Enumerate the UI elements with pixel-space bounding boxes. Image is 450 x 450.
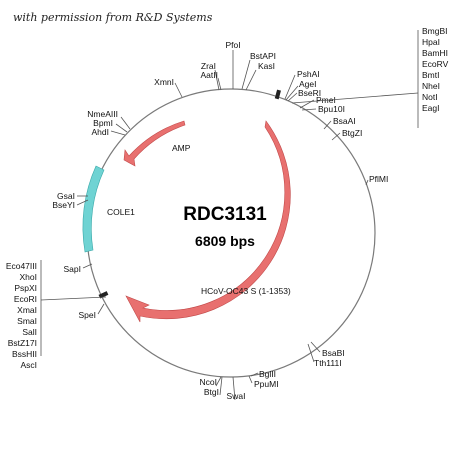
- sapi-leader: [82, 263, 93, 269]
- right-group-leader: [291, 92, 419, 104]
- left-group-site: EcoRI: [14, 294, 37, 304]
- site-label-bpmi: BpmI: [93, 118, 113, 128]
- ahdi-leader: [110, 130, 126, 136]
- kasi-leader: [245, 69, 257, 91]
- bpu10i-leader: [301, 108, 317, 111]
- site-label-btgzi: BtgZI: [342, 128, 362, 138]
- cole1-label: COLE1: [107, 207, 135, 217]
- aatii-leader: [217, 77, 222, 91]
- plasmid-size: 6809 bps: [195, 233, 255, 249]
- site-label-tth111i: Tth111I: [314, 358, 342, 368]
- left-group-leader: [40, 296, 107, 301]
- marker-left: [98, 291, 109, 299]
- tth111i-leader: [307, 343, 315, 363]
- bsaai-leader: [323, 120, 332, 130]
- cole1-feature-block: [82, 165, 105, 253]
- right-group-site: HpaI: [422, 37, 440, 47]
- left-group-site: AscI: [20, 360, 37, 370]
- site-label-pfoi: PfoI: [225, 40, 240, 50]
- site-label-nmeaiii: NmeAIII: [87, 109, 118, 119]
- site-label-ppumi: PpuMI: [254, 379, 279, 389]
- site-label-swai: SwaI: [227, 391, 246, 401]
- bseyi-leader: [76, 199, 89, 206]
- right-group-site: NheI: [422, 81, 440, 91]
- amp-feature-arrow: [123, 120, 186, 167]
- site-label-aatii: AatII: [201, 70, 218, 80]
- right-group-site: BmtI: [422, 70, 439, 80]
- site-label-pflmi: PflMI: [369, 174, 388, 184]
- bstapi-leader: [241, 59, 251, 90]
- left-group-site: XmaI: [17, 305, 37, 315]
- site-label-spei: SpeI: [79, 310, 97, 320]
- right-group-site: BmgBI: [422, 26, 448, 36]
- site-label-bstapi: BstAPI: [250, 51, 276, 61]
- site-label-bglii: BglII: [259, 369, 276, 379]
- zrai-leader: [214, 69, 220, 91]
- btgi-leader: [219, 376, 223, 396]
- site-label-pshai: PshAI: [297, 69, 320, 79]
- right-group-site: EagI: [422, 103, 440, 113]
- ncoi-leader: [215, 376, 222, 387]
- right-group-site: EcoRV: [422, 59, 449, 69]
- spei-leader: [97, 303, 105, 315]
- left-group-site: BstZ17I: [8, 338, 37, 348]
- plasmid-name: RDC3131: [183, 204, 267, 225]
- left-group-site: Eco47III: [6, 261, 37, 271]
- btgzi-leader: [331, 132, 341, 141]
- marker-top-right: [274, 89, 281, 100]
- site-label-gsai: GsaI: [57, 191, 75, 201]
- site-label-bsaai: BsaAI: [333, 116, 356, 126]
- ppumi-leader: [248, 375, 253, 384]
- bseri-leader: [287, 92, 298, 102]
- site-label-ahdi: AhdI: [92, 127, 110, 137]
- insert-feature-arrow: [125, 120, 291, 323]
- left-group-site: SalI: [22, 327, 37, 337]
- left-group-site: BssHII: [12, 349, 37, 359]
- bglii-leader: [250, 372, 259, 377]
- insert-label: HCoV-OC43 S (1-1353): [201, 286, 291, 296]
- left-group-site: PspXI: [14, 283, 37, 293]
- right-group-site: NotI: [422, 92, 438, 102]
- bpmi-leader: [115, 123, 128, 133]
- left-site-group: Eco47III XhoI PspXI EcoRI XmaI SmaI SalI…: [6, 261, 37, 370]
- pshai-leader: [284, 74, 296, 100]
- site-label-xmni: XmnI: [154, 77, 174, 87]
- site-label-bseyi: BseYI: [52, 200, 75, 210]
- site-label-ncoi: NcoI: [200, 377, 217, 387]
- site-label-sapi: SapI: [64, 264, 82, 274]
- left-group-site: XhoI: [20, 272, 38, 282]
- site-label-zrai: ZraI: [201, 61, 216, 71]
- left-group-site: SmaI: [17, 316, 37, 326]
- credit-text: with permission from R&D Systems: [13, 11, 213, 24]
- agei-leader: [285, 85, 299, 101]
- site-label-bsabi: BsaBI: [322, 348, 345, 358]
- right-site-group: BmgBI HpaI BamHI EcoRV BmtI NheI NotI Ea…: [422, 26, 449, 113]
- site-label-agei: AgeI: [299, 79, 317, 89]
- nmeaiii-leader: [120, 116, 131, 130]
- xmni-leader: [174, 82, 183, 98]
- pflmi-leader: [365, 179, 369, 186]
- site-label-bseri: BseRI: [298, 88, 321, 98]
- right-group-site: BamHI: [422, 48, 448, 58]
- bsabi-leader: [310, 341, 321, 353]
- swai-leader: [232, 376, 236, 401]
- amp-label: AMP: [172, 143, 191, 153]
- site-label-btgi: BtgI: [204, 387, 219, 397]
- site-label-bpu10i: Bpu10I: [318, 104, 345, 114]
- site-label-kasi: KasI: [258, 61, 275, 71]
